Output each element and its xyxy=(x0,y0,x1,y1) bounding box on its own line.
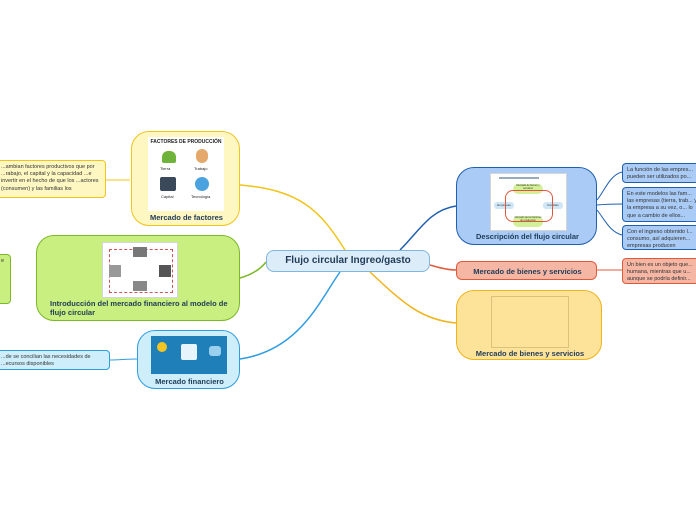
building-icon xyxy=(133,247,147,257)
dollar-icon xyxy=(157,342,167,352)
financiero-node[interactable]: Mercado financiero xyxy=(137,330,240,389)
factores-note[interactable]: ...ambian factores productivos que por .… xyxy=(0,160,106,198)
bienes-note[interactable]: Un bien es un objeto que... humana, mien… xyxy=(622,258,696,284)
descripcion-note-3[interactable]: Con el ingreso obtenido l... consumo, as… xyxy=(622,225,696,250)
handshake-icon xyxy=(209,346,221,356)
descripcion-note-1[interactable]: La función de las empres... pueden ser u… xyxy=(622,163,696,183)
factory-icon xyxy=(109,265,121,277)
tierra-label: Tierra xyxy=(160,166,171,171)
tecnologia-label: Tecnología xyxy=(191,194,211,199)
introduccion-node[interactable]: Introducción del mercado financiero al m… xyxy=(36,235,240,321)
diagram-left-box: Empresas xyxy=(494,202,514,209)
introduccion-image xyxy=(102,242,178,298)
bienes-node[interactable]: Mercado de bienes y servicios xyxy=(456,261,597,280)
financiero-image xyxy=(151,336,227,374)
introduccion-label: Introducción del mercado financiero al m… xyxy=(50,299,228,317)
factores-image: FACTORES DE PRODUCCIÓN Tierra Trabajo Ca… xyxy=(148,137,224,211)
descripcion-label: Descripción del flujo circular xyxy=(476,232,579,241)
financiero-note[interactable]: ...de se concilian las necesidades de ..… xyxy=(0,350,110,370)
descripcion-node[interactable]: Mercado de bienes y servicios Empresas F… xyxy=(456,167,597,245)
central-topic[interactable]: Flujo circular Ingreo/gasto xyxy=(266,250,430,272)
market-icon xyxy=(133,281,147,291)
financiero-label: Mercado financiero xyxy=(155,377,224,386)
tierra-icon xyxy=(162,151,176,163)
technology-icon xyxy=(195,177,209,191)
worker-icon xyxy=(196,149,208,163)
broken-image-icon xyxy=(491,296,569,348)
factores-label: Mercado de factores xyxy=(150,213,223,222)
descripcion-note-2[interactable]: En este modelos las fam... las empresas … xyxy=(622,187,696,222)
bienes2-label: Mercado de bienes y servicios xyxy=(475,349,585,358)
bank-icon xyxy=(181,344,197,360)
trabajo-label: Trabajo xyxy=(194,166,208,171)
family-icon xyxy=(159,265,171,277)
introduccion-note[interactable]: e xyxy=(0,254,11,304)
bienes2-node[interactable]: Mercado de bienes y servicios xyxy=(456,290,602,360)
factores-node[interactable]: FACTORES DE PRODUCCIÓN Tierra Trabajo Ca… xyxy=(131,131,240,226)
bienes-label: Mercado de bienes y servicios xyxy=(473,267,582,276)
capital-label: Capital xyxy=(161,194,174,199)
capital-icon xyxy=(160,177,176,191)
diagram-top-oval: Mercado de bienes y servicios xyxy=(513,184,543,194)
diagram-flow-arrows xyxy=(505,190,553,222)
factores-image-title: FACTORES DE PRODUCCIÓN xyxy=(150,139,222,145)
descripcion-image: Mercado de bienes y servicios Empresas F… xyxy=(490,173,567,231)
